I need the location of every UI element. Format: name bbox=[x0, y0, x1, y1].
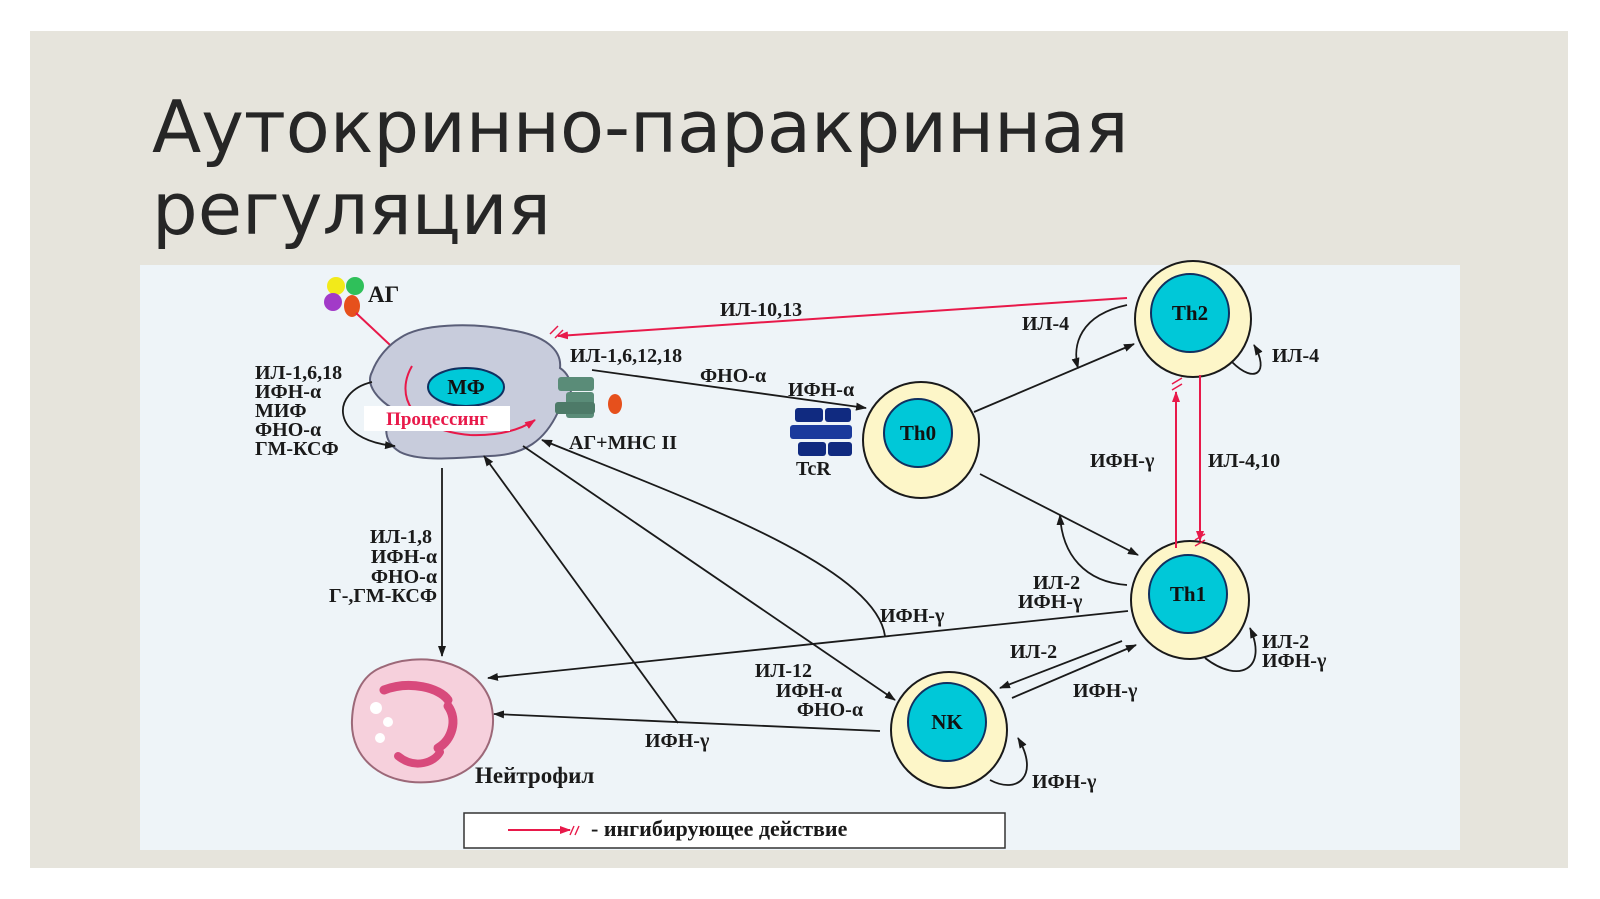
nk-label: NK bbox=[931, 710, 963, 734]
th2-to-mf-inhibitory-arrow bbox=[557, 297, 1128, 340]
mf-to-th0-label-2: ФНО-α bbox=[700, 365, 766, 387]
slide-title-line-2: регуляция bbox=[152, 167, 551, 251]
neutrophil-label: Нейтрофил bbox=[475, 763, 594, 788]
tcr-label: TcR bbox=[796, 458, 831, 480]
th1-to-th2-label: ИФН-γ bbox=[1090, 450, 1155, 472]
th2-cell bbox=[1134, 260, 1252, 378]
mf-to-th0-label-1: ИЛ-1,6,12,18 bbox=[570, 345, 682, 367]
th2-to-mf-label: ИЛ-10,13 bbox=[720, 299, 802, 321]
mf-to-th0-arrow bbox=[591, 369, 867, 411]
mf-to-neutrophil-label-4: Г-,ГМ-КСФ bbox=[329, 585, 437, 607]
th2-autocrine-left-arrow bbox=[1071, 304, 1128, 369]
inhibit-mark-th2 bbox=[1171, 377, 1183, 391]
mf-autocrine-label-3: МИФ bbox=[255, 400, 307, 422]
antigen-icon bbox=[324, 277, 364, 317]
th1-to-mf-arrow bbox=[541, 439, 886, 637]
nk-autocrine-label: ИФН-γ bbox=[1032, 771, 1097, 793]
mf-autocrine-label-2: ИФН-α bbox=[255, 381, 321, 403]
th1-to-nk-label: ИЛ-2 bbox=[1010, 641, 1057, 663]
ag-mhc-label: АГ+МНС II bbox=[569, 432, 677, 454]
th1-autocrine-left-arrow bbox=[1056, 514, 1128, 586]
slide-title: Аутокринно-паракринная регуляция bbox=[152, 86, 1452, 250]
th2-label: Th2 bbox=[1172, 301, 1208, 325]
th1-autocrine-right-label-2: ИФН-γ bbox=[1262, 650, 1327, 672]
nk-to-th1-label: ИФН-γ bbox=[1073, 680, 1138, 702]
th0-label: Th0 bbox=[900, 421, 936, 445]
th0-cell bbox=[862, 381, 980, 499]
th2-autocrine-left-label: ИЛ-4 bbox=[1022, 313, 1069, 335]
th0-to-th1-arrow bbox=[979, 473, 1139, 556]
slide-title-line-1: Аутокринно-паракринная bbox=[152, 85, 1129, 169]
th1-autocrine-left-label-2: ИФН-γ bbox=[1018, 591, 1083, 613]
th1-autocrine-right-arrow bbox=[1204, 627, 1258, 672]
mf-to-neutrophil-label-2: ИФН-α bbox=[371, 546, 437, 568]
mf-to-neutrophil-label-3: ФНО-α bbox=[371, 566, 437, 588]
macrophage-label: МФ bbox=[447, 375, 485, 399]
mf-to-nk-arrow bbox=[522, 445, 896, 701]
tcr-receptor-icon bbox=[790, 408, 852, 456]
th1-cell bbox=[1130, 540, 1250, 660]
neutrophil-cell bbox=[350, 658, 495, 784]
th2-to-th1-label: ИЛ-4,10 bbox=[1208, 450, 1280, 472]
th1-label: Th1 bbox=[1170, 582, 1206, 606]
legend: - ингибирующее действие bbox=[463, 812, 1006, 849]
th1-to-nk-arrow bbox=[999, 640, 1123, 689]
mf-to-nk-label-1: ИЛ-12 bbox=[755, 660, 812, 682]
mf-to-neutrophil-label-1: ИЛ-1,8 bbox=[370, 526, 432, 548]
mf-to-nk-label-3: ФНО-α bbox=[797, 699, 863, 721]
inhibit-mark-mf bbox=[549, 325, 564, 339]
mf-autocrine-label-5: ГМ-КСФ bbox=[255, 438, 339, 460]
nk-to-neutrophil-label: ИФН-γ bbox=[645, 730, 710, 752]
mf-autocrine-label-4: ФНО-α bbox=[255, 419, 321, 441]
nk-to-neutrophil-arrow bbox=[493, 710, 881, 732]
th1-autocrine-right-label-1: ИЛ-2 bbox=[1262, 631, 1309, 653]
processing-arrow bbox=[404, 365, 536, 437]
th2-autocrine-right-arrow bbox=[1231, 344, 1263, 375]
inhibit-mark-th1 bbox=[1194, 533, 1206, 547]
th0-to-th2-arrow bbox=[973, 343, 1135, 413]
th1-to-mf-label: ИФН-γ bbox=[880, 605, 945, 627]
nk-to-mf-arrow bbox=[483, 455, 679, 724]
processing-box bbox=[364, 406, 510, 431]
th1-autocrine-left-label-1: ИЛ-2 bbox=[1033, 572, 1080, 594]
nk-autocrine-arrow bbox=[989, 737, 1028, 786]
macrophage-autocrine-arrow bbox=[342, 381, 396, 450]
nk-to-th1-arrow bbox=[1011, 644, 1137, 699]
processing-label: Процессинг bbox=[386, 409, 488, 430]
mf-to-nk-label-2: ИФН-α bbox=[776, 680, 842, 702]
mhc-receptor-icon bbox=[555, 377, 622, 418]
legend-label: - ингибирующее действие bbox=[591, 816, 848, 841]
mf-to-th0-label-3: ИФН-α bbox=[788, 379, 854, 401]
th1-to-neutrophil-arrow bbox=[487, 610, 1129, 681]
mf-autocrine-label-1: ИЛ-1,6,18 bbox=[255, 362, 342, 384]
th2-autocrine-right-label: ИЛ-4 bbox=[1272, 345, 1319, 367]
antigen-label: АГ bbox=[368, 282, 399, 307]
legend-inhibit-mark bbox=[569, 825, 580, 836]
nk-cell bbox=[890, 671, 1008, 789]
